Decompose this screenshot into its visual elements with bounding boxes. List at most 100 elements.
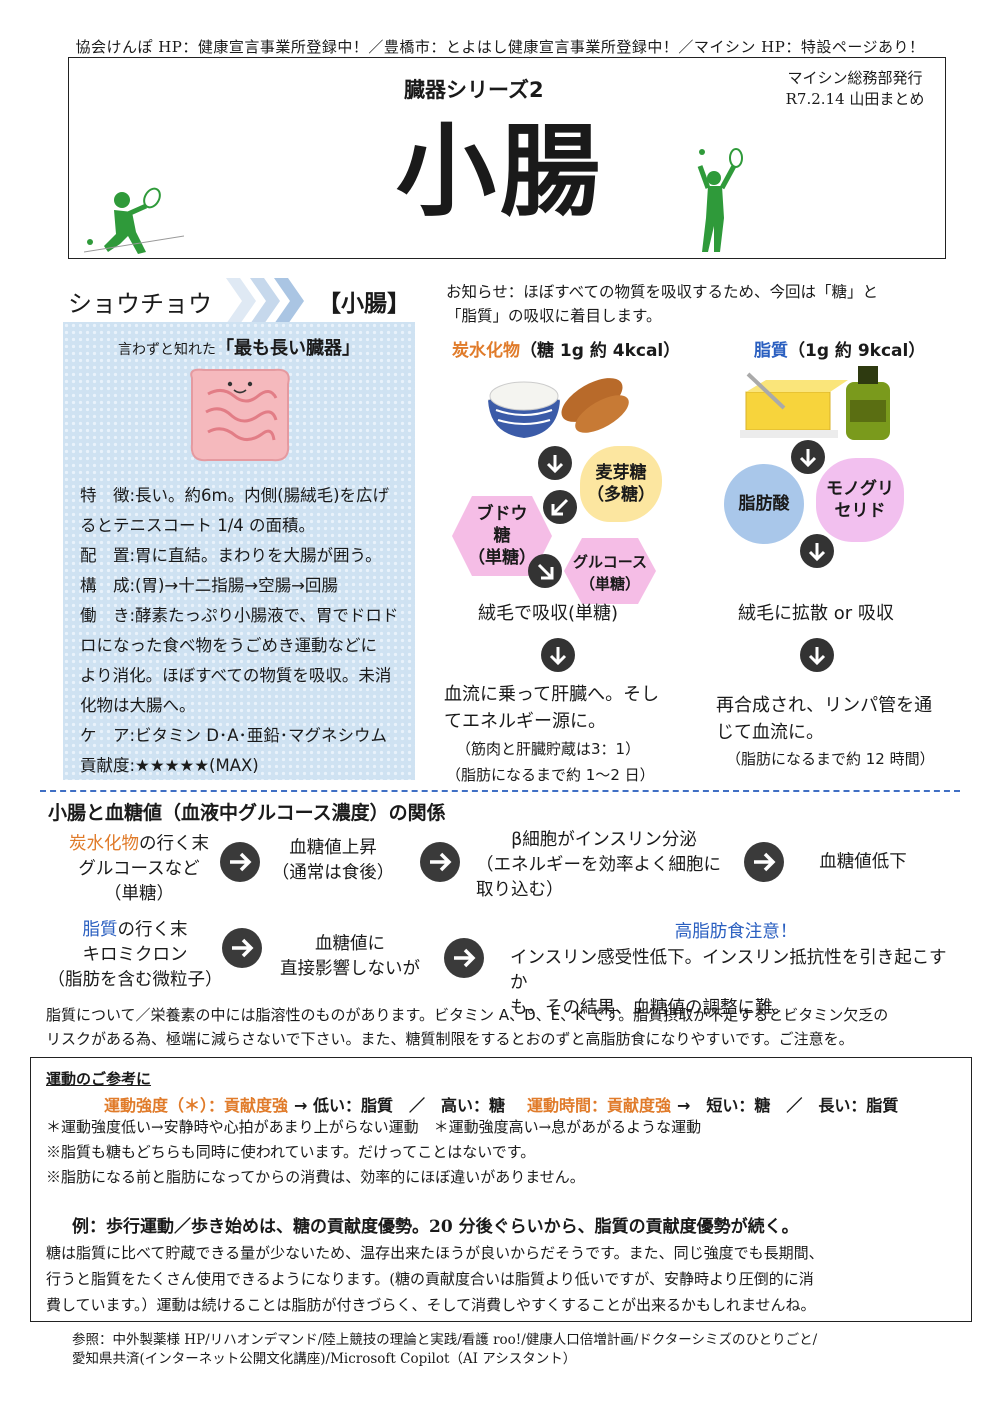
carb-result-line: てエネルギー源に。: [444, 711, 606, 732]
time-label: 運動時間：貢献度強: [527, 1096, 672, 1115]
fat-result-line: じて血流に。: [716, 722, 824, 743]
fatty-acid-bubble: 脂肪酸: [724, 464, 804, 544]
header-box: [68, 57, 946, 259]
carb-absorb: 絨毛で吸収(単糖): [478, 603, 619, 624]
row2-fat-rest: の行く末: [117, 920, 188, 940]
glucose-hexagon: [564, 538, 656, 604]
row2-fat-line3: （脂肪を含む微粒子）: [47, 970, 223, 990]
down-arrow-icon: [538, 446, 572, 480]
fat-note-line: 脂質について／栄養素の中には脂溶性のものがあります。ビタミン A、D、E、K で…: [46, 1006, 889, 1024]
grape-sugar-bubble: ブドウ 糖 （単糖）: [452, 494, 552, 578]
row1-insulin-line2: （エネルギーを効率よく細胞に: [476, 855, 721, 875]
row2-resistance-line2: も。その結果、血糖値の調整に難。: [510, 998, 790, 1018]
small-intestine-icon: [190, 368, 290, 462]
intensity-rest: → 低い：脂質 ／ 高い：糖: [294, 1096, 505, 1115]
monoglyceride-label: モノグリ セリド: [826, 479, 894, 521]
fat-note-line: リスクがある為、極端に減らさないで下さい。また、糖質制限をするとおのずと高脂肪食…: [46, 1030, 854, 1048]
spec-line: 化物は大腸へ。: [80, 696, 196, 715]
row1-carb-rest: の行く末: [139, 834, 209, 854]
row1-insulin-line1: β細胞がインスリン分泌: [511, 830, 697, 850]
row2-fat-fate: 脂質の行く末 キロミクロン （脂肪を含む微粒子）: [40, 918, 230, 993]
row1-carb-line3: （単糖）: [104, 884, 174, 904]
notice-line: お知らせ：ほぼすべての物質を吸収するため、今回は「糖」と: [446, 283, 878, 301]
row2-resistance-line1: インスリン感受性低下。インスリン抵抗性を引き起こすか: [510, 948, 947, 993]
right-arrow-icon: [744, 842, 784, 882]
exercise-example: 例：歩行運動／歩き始めは、糖の貢献度優勢。20 分後ぐらいから、脂質の貢献度優勢…: [72, 1217, 799, 1237]
relation-title: 小腸と血糖値（血液中グルコース濃度）の関係: [48, 802, 446, 824]
spec-line: 配 置:胃に直結。まわりを大腸が囲う。: [80, 546, 382, 565]
row1-insulin: β細胞がインスリン分泌 （エネルギーを効率よく細胞に 取り込む）: [476, 828, 732, 903]
down-arrow-icon: [791, 440, 825, 474]
row2-insulin-resistance: インスリン感受性低下。インスリン抵抗性を引き起こすか も。その結果、血糖値の調整…: [510, 946, 960, 1021]
fatty-acid-label: 脂肪酸: [738, 494, 790, 514]
fat-title-rest: （1g 約 9kcal）: [788, 341, 926, 361]
notice: お知らせ：ほぼすべての物質を吸収するため、今回は「糖」と 「脂質」の吸収に着目し…: [446, 280, 956, 328]
glucose-label: グルコース （単糖）: [573, 553, 647, 593]
references: 参照：中外製薬様 HP/リハオンデマンド/陸上競技の理論と実践/看護 roo!/…: [72, 1331, 817, 1369]
maltose-label: 麦芽糖 （多糖）: [587, 463, 655, 505]
down-right-arrow-icon: [528, 554, 562, 588]
section-divider: [40, 790, 960, 792]
row1-glucose-drop: 血糖値低下: [819, 852, 907, 872]
row1-carb-colored: 炭水化物: [69, 834, 139, 854]
exercise-contribution: 運動強度（＊）：貢献度強 → 低い：脂質 ／ 高い：糖 運動時間：貢献度強 → 短い：…: [104, 1092, 898, 1116]
carb-title: 炭水化物（糖 1g 約 4kcal）: [452, 336, 680, 361]
row1-insulin-line3: 取り込む）: [476, 880, 564, 900]
exercise-note: ※脂肪になる前と脂肪になってからの消費は、効率的にほぼ違いがありません。: [46, 1168, 585, 1186]
row1-carb-fate: 炭水化物の行く末 グルコースなど （単糖）: [50, 832, 228, 907]
fat-result-line: 再合成され、リンパ管を通: [716, 695, 933, 716]
fat-result: 再合成され、リンパ管を通 じて血流に。: [716, 692, 932, 746]
exercise-paragraph: 行うと脂質をたくさん使用できるようになります。(糖の貢献度合いは脂質より低いです…: [46, 1270, 814, 1288]
organ-name-kana: ショウチョウ: [68, 290, 212, 318]
rice-bread-icon: [487, 378, 629, 438]
row1-rise-line2: （通常は食後）: [271, 863, 395, 883]
right-arrow-icon: [444, 938, 484, 978]
intensity-label: 運動強度（＊）：貢献度強: [104, 1096, 289, 1115]
time-rest: → 短い：糖 ／ 長い：脂質: [677, 1096, 899, 1115]
row2-no-effect: 血糖値に 直接影響しないが: [266, 932, 434, 982]
fat-note-time: （脂肪になるまで約 12 時間）: [726, 750, 935, 768]
exercise-paragraph: 糖は脂質に比べて貯蔵できる量が少ないため、温存出来たほうが良いからだそうです。ま…: [46, 1244, 824, 1262]
spec-line: るとテニスコート 1/4 の面積。: [80, 516, 316, 535]
row2-warning-heading: 高脂肪食注意！: [674, 922, 798, 942]
fat-vitamin-note: 脂質について／栄養素の中には脂溶性のものがあります。ビタミン A、D、E、K で…: [46, 1003, 960, 1051]
grape-sugar-hexagon: [452, 496, 552, 576]
fat-title-colored: 脂質: [754, 341, 788, 361]
carb-title-colored: 炭水化物: [452, 341, 520, 361]
carb-note-storage: （筋肉と肝臓貯蔵は3：1）: [456, 740, 641, 758]
down-arrow-icon: [800, 638, 834, 672]
row1-carb-line2: グルコースなど: [78, 859, 200, 879]
right-arrow-icon: [420, 842, 460, 882]
glucose-bubble: グルコース （単糖）: [564, 540, 656, 606]
notice-line: 「脂質」の吸収に着目します。: [446, 307, 662, 325]
publisher-name: マイシン総務部発行: [787, 69, 923, 87]
tagline-bold: 「最も長い臓器」: [216, 338, 360, 359]
tennis-player-icon: [84, 187, 184, 254]
exercise-paragraph: 費しています。）運動は続けることは脂肪が付きづらく、そして消費しやすくすることが…: [46, 1296, 816, 1314]
reference-line: 参照：中外製薬様 HP/リハオンデマンド/陸上競技の理論と実践/看護 roo!/…: [72, 1332, 818, 1348]
butter-oil-icon: [740, 366, 890, 440]
row2-fat-colored: 脂質: [82, 920, 118, 940]
row2-no-effect-line2: 直接影響しないが: [280, 959, 420, 979]
carb-note-time: （脂肪になるまで約 1～2 日）: [446, 766, 655, 784]
spec-line: 特 徴:長い。約6m。内側(腸絨毛)を広げ: [80, 486, 390, 505]
spec-line: ロになった食べ物をうごめき運動などに: [80, 636, 377, 655]
exercise-note: ※脂質も糖もどちらも同時に使われています。だけってことはないです。: [46, 1143, 536, 1161]
carb-result-line: 血流に乗って肝臓へ。そし: [444, 684, 660, 705]
right-arrow-icon: [222, 928, 262, 968]
maltose-bubble: 麦芽糖 （多糖）: [580, 446, 662, 522]
down-arrow-icon: [800, 534, 834, 568]
right-arrow-icon: [220, 842, 260, 882]
publish-date: R7.2.14 山田まとめ: [785, 90, 925, 108]
row1-rise-line1: 血糖値上昇: [289, 838, 377, 858]
chevron-decoration-icon: [226, 278, 304, 324]
fat-absorb: 絨毛に拡散 or 吸収: [738, 603, 894, 624]
spec-rating: 貢献度:★★★★★(MAX): [80, 756, 259, 775]
page-title: 小腸: [396, 113, 604, 230]
row2-no-effect-line1: 血糖値に: [315, 934, 385, 954]
grape-sugar-label: ブドウ 糖 （単糖）: [468, 504, 536, 568]
down-left-arrow-icon: [543, 490, 577, 524]
monoglyceride-bubble: モノグリ セリド: [816, 458, 904, 542]
spec-line: より消化。ほぼすべての物質を吸収。未消: [80, 666, 392, 685]
row1-glucose-rise: 血糖値上昇 （通常は食後）: [266, 836, 400, 886]
